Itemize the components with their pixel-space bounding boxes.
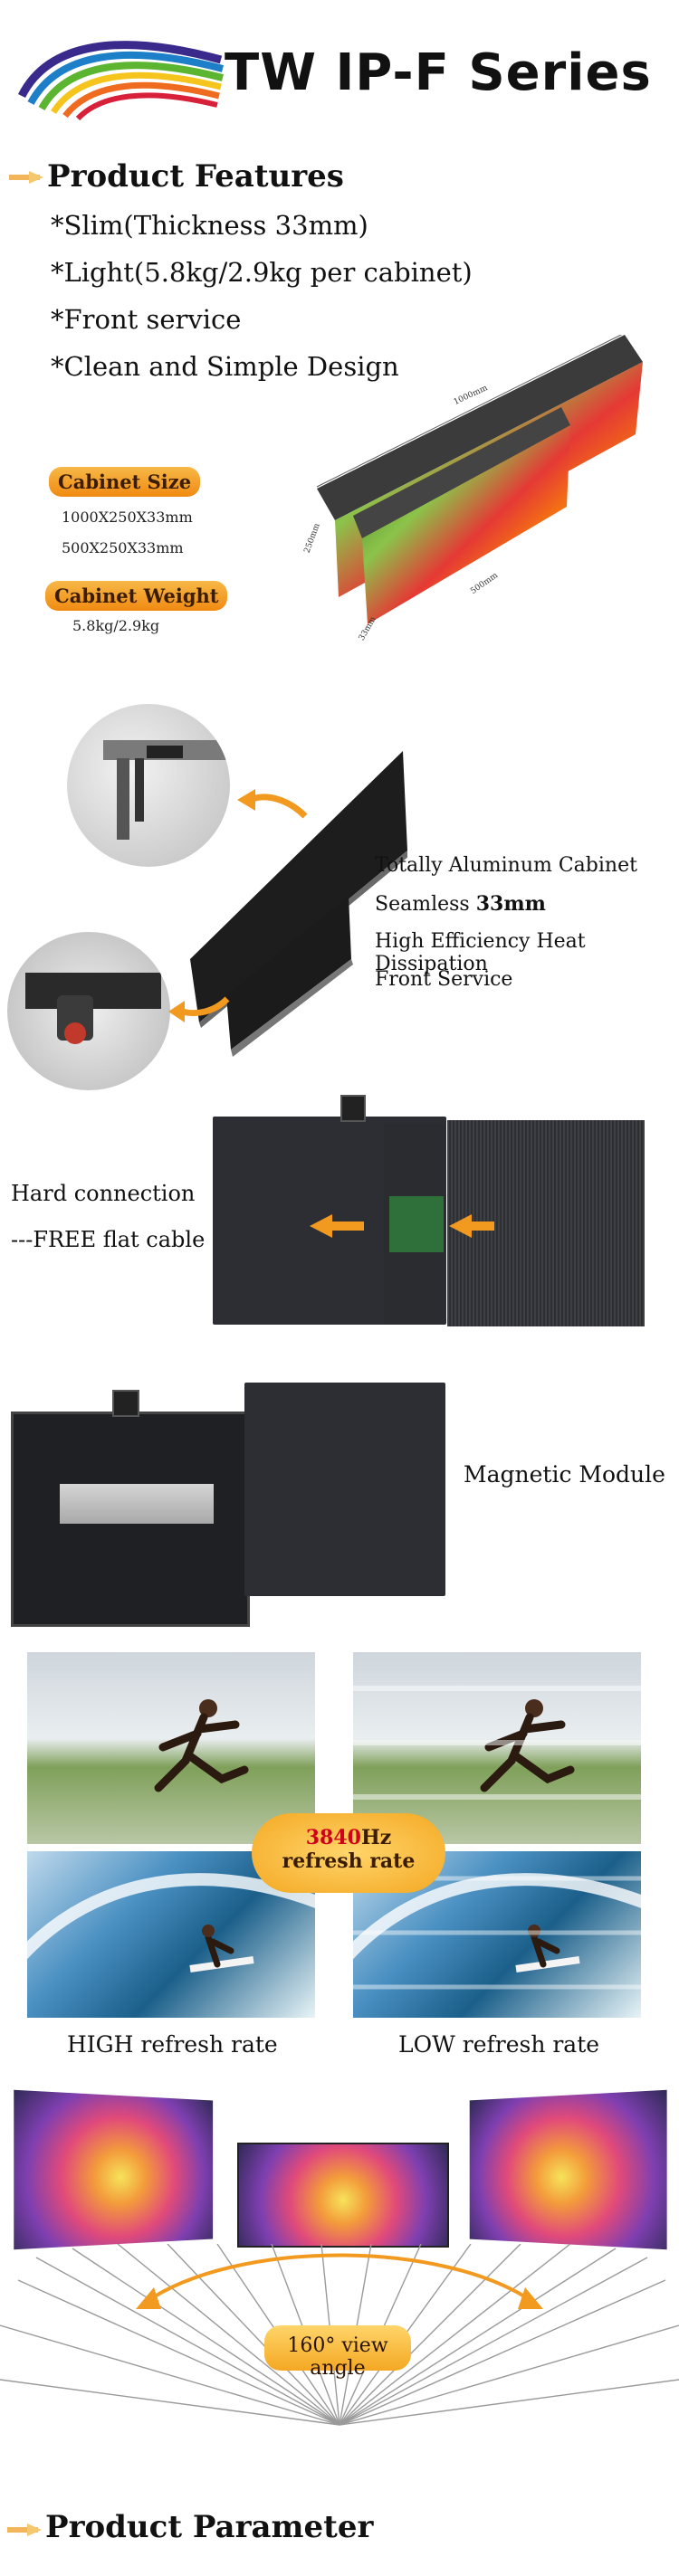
connection-label: Hard connection xyxy=(11,1181,196,1206)
cabinet-feature: High Efficiency Heat Dissipation xyxy=(375,930,586,975)
cabinet-feature: Seamless 33mm xyxy=(375,892,546,916)
cabinet-feature-bold: 33mm xyxy=(475,892,546,916)
cabinet-product-image xyxy=(316,335,643,624)
view-angle-badge: 160° view angle xyxy=(264,2325,411,2380)
view-angle-diagram xyxy=(0,2244,679,2426)
connector-icon xyxy=(112,1390,139,1417)
runner-photo-low xyxy=(353,1652,641,1844)
high-refresh-caption: HIGH refresh rate xyxy=(67,2031,278,2058)
cabinet-feature-text: Seamless xyxy=(375,893,476,916)
feature-bullet-icon xyxy=(9,171,43,184)
refresh-rate-value: 3840 xyxy=(305,1826,361,1849)
pointer-arrow-icon xyxy=(449,1214,494,1238)
cabinet-size-badge: Cabinet Size xyxy=(49,467,201,497)
cabinet-feature: Front Service xyxy=(375,968,513,991)
runner-photo-high xyxy=(27,1652,315,1844)
parameter-heading: Product Parameter xyxy=(45,2509,374,2545)
power-supply-image xyxy=(60,1484,214,1524)
parameter-bullet-icon xyxy=(7,2524,42,2536)
feature-item: *Clean and Simple Design xyxy=(51,351,399,382)
rose-screen-right xyxy=(469,2089,667,2250)
connection-label: ---FREE flat cable xyxy=(11,1227,206,1252)
feature-item: *Light(5.8kg/2.9kg per cabinet) xyxy=(51,257,473,288)
low-refresh-caption: LOW refresh rate xyxy=(398,2031,600,2058)
pointer-arrow-icon xyxy=(310,1214,364,1238)
magnetic-module-image xyxy=(244,1383,445,1596)
refresh-rate-badge: 3840Hz refresh rate xyxy=(252,1813,445,1893)
connector-board xyxy=(389,1196,444,1252)
magnetic-module-label: Magnetic Module xyxy=(464,1461,665,1488)
rose-screen-center xyxy=(237,2143,449,2248)
cabinet-feature: Totally Aluminum Cabinet xyxy=(375,854,637,877)
refresh-rate-unit: Hz xyxy=(360,1826,392,1849)
feature-item: *Slim(Thickness 33mm) xyxy=(51,210,368,241)
handle-photo xyxy=(7,932,170,1090)
brand-logo-icon xyxy=(17,41,225,121)
pointer-arrow-icon xyxy=(168,996,230,1022)
pointer-arrow-icon xyxy=(237,789,308,819)
cabinet-size-value: 1000X250X33mm xyxy=(62,509,193,526)
connector-icon xyxy=(340,1095,366,1122)
refresh-rate-label: refresh rate xyxy=(282,1849,416,1873)
cabinet-weight-value: 5.8kg/2.9kg xyxy=(72,617,160,634)
rose-screen-left xyxy=(14,2089,214,2250)
cabinet-side-image xyxy=(190,751,407,1057)
cabinet-weight-badge: Cabinet Weight xyxy=(45,581,228,611)
page-title: TW IP-F Series xyxy=(225,43,652,102)
view-angle-label: 160° view angle xyxy=(287,2334,388,2380)
cabinet-size-value: 500X250X33mm xyxy=(62,539,184,556)
feature-item: *Front service xyxy=(51,304,242,335)
features-heading: Product Features xyxy=(47,158,344,195)
caliper-photo xyxy=(67,704,230,867)
